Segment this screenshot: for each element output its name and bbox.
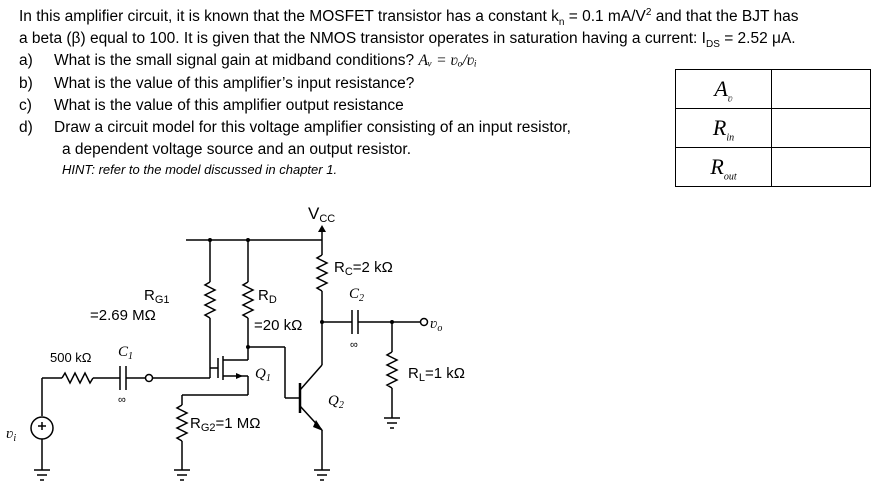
problem-intro-line1: In this amplifier circuit, it is known t… <box>19 6 799 29</box>
rg1-label: RG1 <box>144 287 170 306</box>
rg1-resistor <box>203 240 217 368</box>
problem-intro-line2: a beta (β) equal to 100. It is given tha… <box>19 30 796 51</box>
answer-row-gain: Aʋ <box>675 69 871 109</box>
q2-bjt <box>298 364 323 470</box>
q1-mosfet <box>182 352 249 396</box>
rl-resistor <box>385 322 399 418</box>
answer-row-rout: Rout <box>675 147 871 187</box>
rd-resistor <box>241 240 255 352</box>
rd-value: =20 kΩ <box>254 317 302 334</box>
input-voltage-source <box>30 378 54 470</box>
answer-row-rin: Rin <box>675 108 871 148</box>
vcc-label: VCC <box>308 204 335 225</box>
c2-capacitor <box>322 310 429 334</box>
c2-infinity: ∞ <box>350 339 358 351</box>
q1-label: Q1 <box>255 366 271 384</box>
ground-source <box>34 469 50 481</box>
answer-cell-rout[interactable] <box>771 147 871 187</box>
rd-label: RD <box>258 287 277 306</box>
vi-label: ʋi <box>6 426 16 444</box>
rc-label: RC=2 kΩ <box>334 259 393 278</box>
vcc-terminal <box>186 225 326 242</box>
source-resistor <box>42 371 120 385</box>
c2-label: C2 <box>349 286 364 304</box>
rg1-value: =2.69 MΩ <box>90 307 156 324</box>
ground-q2 <box>314 469 330 481</box>
answer-cell-gain[interactable] <box>771 69 871 109</box>
answer-table: Aʋ Rin Rout <box>675 69 871 187</box>
ground-rg2 <box>174 469 190 481</box>
q2-label: Q2 <box>328 393 344 411</box>
question-d-continued: a dependent voltage source and an output… <box>62 141 411 158</box>
ground-rl <box>384 417 400 429</box>
rl-label: RL=1 kΩ <box>408 365 465 384</box>
source-resistor-label: 500 kΩ <box>50 350 92 365</box>
c1-infinity: ∞ <box>118 394 126 406</box>
gain-formula: Aᵥ = ʋₒ/ʋᵢ <box>418 52 477 69</box>
rc-resistor <box>315 240 329 365</box>
c1-capacitor <box>119 366 211 390</box>
c1-label: C1 <box>118 344 133 362</box>
rg2-label: RG2=1 MΩ <box>190 415 261 434</box>
rg2-resistor <box>175 395 189 470</box>
hint-text: HINT: refer to the model discussed in ch… <box>62 162 338 177</box>
vo-label: ʋo <box>430 316 442 334</box>
answer-cell-rin[interactable] <box>771 108 871 148</box>
